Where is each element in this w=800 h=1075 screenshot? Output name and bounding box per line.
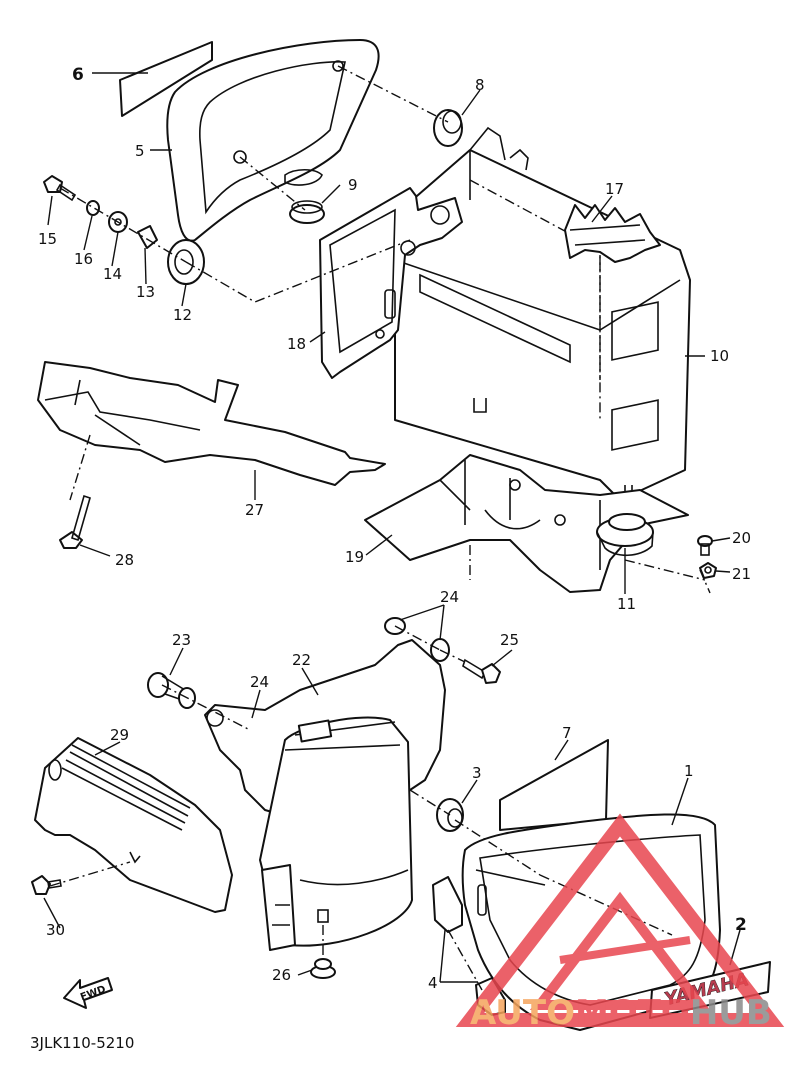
callout-4: 4: [428, 974, 438, 992]
callout-12: 12: [173, 306, 192, 324]
callout-labels: 6 5 8 9 17 10 18 19 11 20 21 15 16 14 13…: [38, 65, 751, 992]
part-26-grommet: [310, 958, 336, 979]
callout-27: 27: [245, 501, 264, 519]
callout-28: 28: [115, 551, 134, 569]
callout-21: 21: [732, 565, 751, 583]
part-15-bolt: [43, 175, 77, 202]
watermark-moto: MOTO: [575, 993, 690, 1033]
callout-6: 6: [72, 65, 84, 85]
callout-24-left: 24: [250, 673, 269, 691]
callout-3: 3: [472, 764, 482, 782]
callout-25: 25: [500, 631, 519, 649]
part-25-bolt: [462, 658, 501, 684]
callout-7: 7: [562, 724, 572, 742]
part-16-washer: [86, 200, 100, 216]
callout-24-top: 24: [440, 588, 459, 606]
diagram-code: 3JLK110-5210: [30, 1034, 134, 1052]
callout-18: 18: [287, 335, 306, 353]
callout-17: 17: [605, 180, 624, 198]
callout-2: 2: [735, 915, 747, 935]
callout-22: 22: [292, 651, 311, 669]
part-29-panel: [34, 737, 233, 913]
part-10-battery-box: [394, 126, 691, 501]
callout-1: 1: [684, 762, 694, 780]
callout-8: 8: [475, 76, 485, 94]
part-30-bolt: [31, 875, 62, 895]
callout-26: 26: [272, 966, 291, 984]
fwd-arrow-icon: FWD: [63, 977, 113, 1009]
part-6-sticker: [119, 41, 213, 117]
part-8-grommet: [433, 109, 463, 147]
watermark: AUTOMOTOHUB: [455, 813, 785, 1033]
part-5-cover: [166, 39, 380, 242]
callout-10: 10: [710, 347, 729, 365]
leader-lines: [43, 72, 741, 983]
part-20-bolt: [697, 535, 713, 556]
callout-16: 16: [74, 250, 93, 268]
part-22-airbox: [204, 639, 446, 951]
part-18-bracket: [319, 187, 463, 379]
part-13-collar: [137, 225, 158, 249]
callout-19: 19: [345, 548, 364, 566]
callout-14: 14: [103, 265, 122, 283]
part-23-bolt: [147, 672, 196, 709]
svg-text:AUTOMOTOHUB: AUTOMOTOHUB: [470, 993, 772, 1033]
callout-5: 5: [135, 142, 145, 160]
assembly-lines: [49, 65, 711, 991]
watermark-triangle-icon: [455, 813, 785, 1027]
callout-13: 13: [136, 283, 155, 301]
part-11-grommet: [596, 513, 654, 557]
callout-9: 9: [348, 176, 358, 194]
callout-20: 20: [732, 529, 751, 547]
callout-29: 29: [110, 726, 129, 744]
part-7-decal: [499, 739, 609, 831]
watermark-auto: AUTO: [470, 993, 575, 1033]
part-17-pad: [564, 204, 661, 263]
watermark-hub: HUB: [690, 993, 772, 1033]
callout-23: 23: [172, 631, 191, 649]
callout-30: 30: [46, 921, 65, 939]
part-9-damper: [289, 200, 325, 224]
part-28-bolt: [59, 494, 91, 549]
part-27-guard: [37, 361, 386, 486]
callout-15: 15: [38, 230, 57, 248]
callout-11: 11: [617, 595, 636, 613]
